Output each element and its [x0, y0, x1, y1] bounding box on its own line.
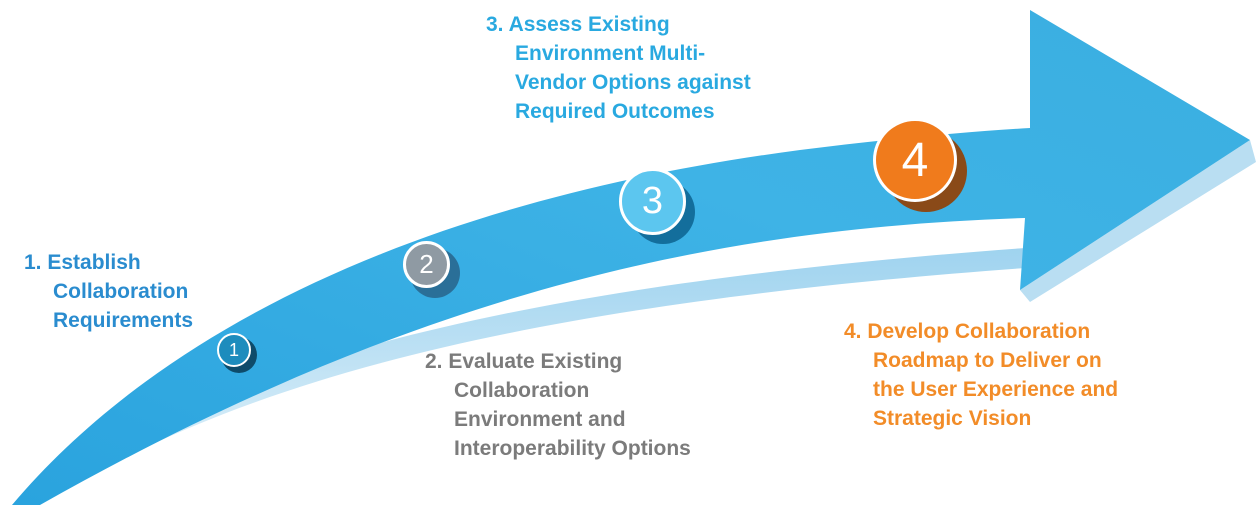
- step-3-marker: 3: [619, 168, 686, 235]
- step-4-line: the User Experience and: [873, 378, 1119, 401]
- arrowhead-bevel: [1020, 140, 1256, 302]
- step-1-line: 1. Establish: [24, 251, 141, 274]
- step-3-line: Required Outcomes: [515, 100, 715, 123]
- step-3-line: 3. Assess Existing: [486, 13, 670, 36]
- step-2-text: 2. Evaluate Existing Collaboration Envir…: [425, 347, 691, 463]
- step-4-text: 4. Develop Collaboration Roadmap to Deli…: [844, 317, 1118, 433]
- step-3-line: Vendor Options against: [515, 71, 751, 94]
- step-4-number: 4: [901, 133, 929, 187]
- step-4-line: Strategic Vision: [873, 407, 1032, 430]
- step-1-text: 1. Establish Collaboration Requirements: [24, 248, 193, 335]
- step-2-line: Interoperability Options: [454, 437, 691, 460]
- step-1-line: Collaboration: [53, 280, 189, 303]
- step-1-marker: 1: [217, 333, 251, 367]
- step-2-marker: 2: [403, 241, 450, 288]
- step-3-number: 3: [641, 180, 664, 222]
- step-2-line: 2. Evaluate Existing: [425, 350, 623, 373]
- step-1-line: Requirements: [53, 309, 194, 332]
- step-2-line: Collaboration: [454, 379, 590, 402]
- step-2-line: Environment and: [454, 408, 626, 431]
- step-4-marker: 4: [873, 118, 957, 202]
- arrow-bevel: [12, 248, 1025, 505]
- arrow-body: [12, 10, 1250, 505]
- step-4-line: 4. Develop Collaboration: [844, 320, 1091, 343]
- step-3-line: Environment Multi-: [515, 42, 706, 65]
- step-1-number: 1: [228, 339, 239, 360]
- step-2-number: 2: [419, 249, 434, 279]
- step-3-text: 3. Assess Existing Environment Multi- Ve…: [486, 10, 751, 126]
- step-4-line: Roadmap to Deliver on: [873, 349, 1102, 372]
